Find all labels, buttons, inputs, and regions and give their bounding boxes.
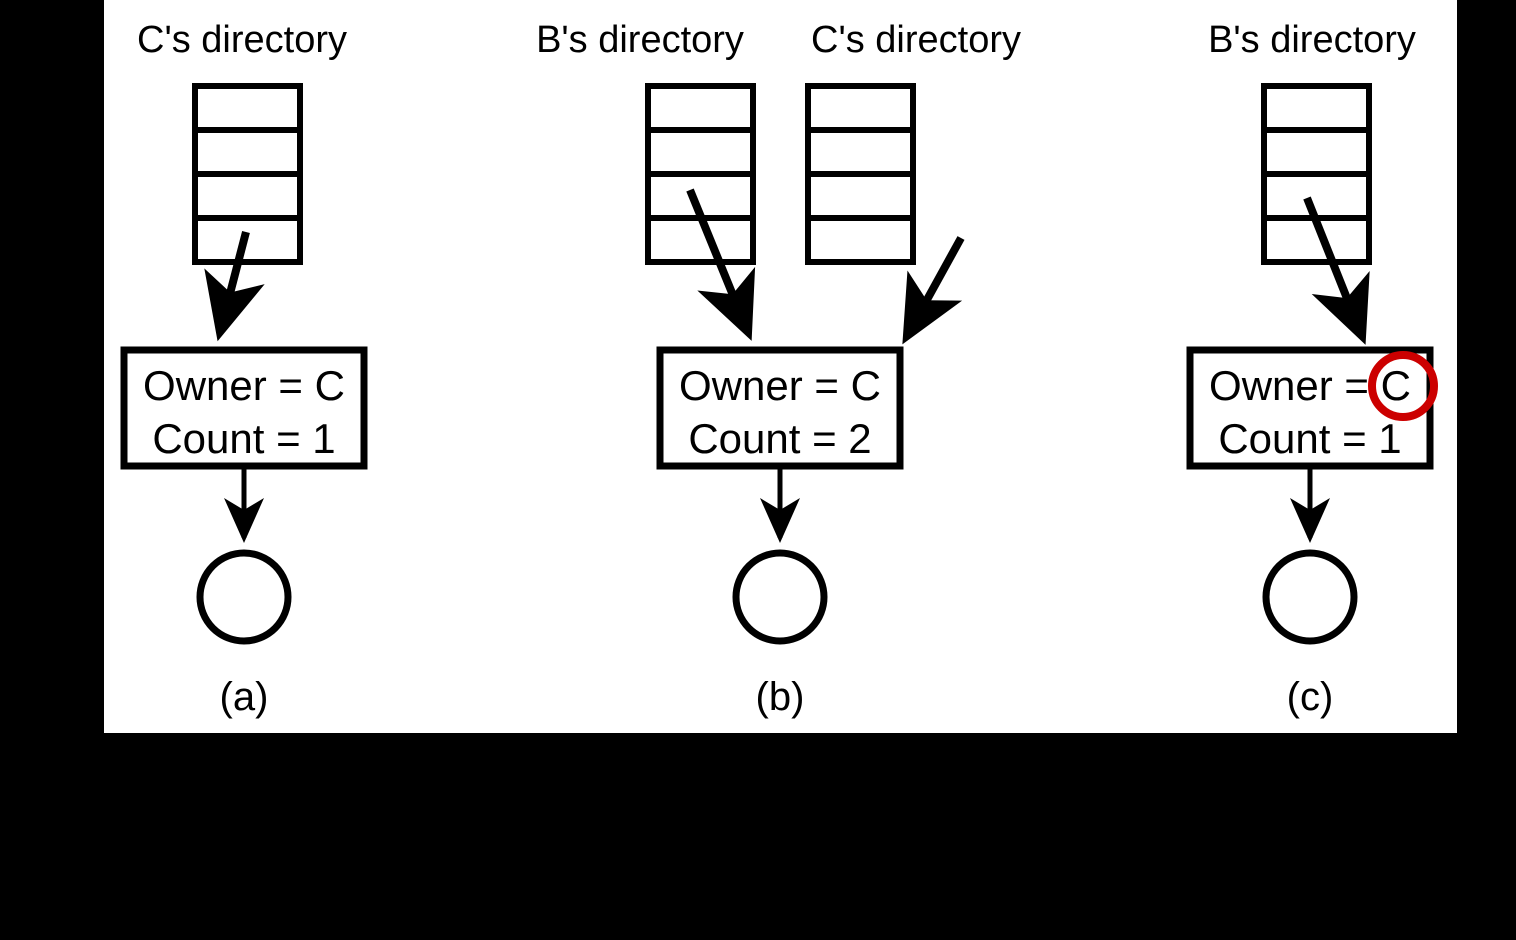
inode-box-a[interactable] [120, 346, 368, 470]
directory-slot-2[interactable] [645, 127, 756, 177]
pointer-arrow-c-dir-to-inode-b [902, 236, 965, 345]
directory-slot-2[interactable] [192, 127, 303, 177]
directory-title-c-b: C's directory [811, 19, 1021, 61]
pointer-arrow-c-dir-to-inode-a [204, 230, 265, 342]
inode-owner-text-a: Owner = C [143, 362, 345, 409]
file-node-circle-b[interactable] [732, 549, 828, 645]
directory-slot-1[interactable] [192, 83, 303, 133]
pointer-arrow-b-dir-to-inode-c [1303, 196, 1370, 345]
directory-slot-2[interactable] [1261, 127, 1372, 177]
panel-a: C's directory Owner = C Count = 1 (a) [120, 19, 368, 719]
pointer-arrow-b-dir-to-inode-b [686, 188, 756, 341]
panel-label-c: (c) [1287, 675, 1334, 719]
inode-count-text-b: Count = 2 [688, 415, 871, 462]
panel-b: B's directory C's directory [536, 19, 1021, 719]
figure-canvas: C's directory Owner = C Count = 1 (a) B'… [104, 0, 1457, 733]
directory-slot-3[interactable] [805, 171, 916, 221]
directory-table-b-b[interactable] [645, 83, 756, 265]
file-node-circle-c[interactable] [1262, 549, 1358, 645]
panel-c: B's directory Owner = C Count = 1 (c) [1186, 19, 1438, 719]
file-node-circle-a[interactable] [196, 549, 292, 645]
panel-label-b: (b) [756, 675, 805, 719]
inode-count-text-c: Count = 1 [1218, 415, 1401, 462]
directory-title-b-c: B's directory [1208, 19, 1416, 61]
directory-slot-4[interactable] [805, 215, 916, 265]
directory-slot-1[interactable] [805, 83, 916, 133]
directory-table-c-b[interactable] [805, 83, 916, 265]
directory-slot-1[interactable] [645, 83, 756, 133]
hard-link-reference-count-diagram: C's directory Owner = C Count = 1 (a) B'… [120, 19, 1438, 719]
directory-table-b-c[interactable] [1261, 83, 1372, 265]
inode-count-text-a: Count = 1 [152, 415, 335, 462]
directory-table-c-a[interactable] [192, 83, 303, 265]
directory-slot-3[interactable] [192, 171, 303, 221]
panel-label-a: (a) [220, 675, 269, 719]
directory-slot-2[interactable] [805, 127, 916, 177]
directory-title-b-b: B's directory [536, 19, 744, 61]
inode-owner-text-b: Owner = C [679, 362, 881, 409]
directory-title-c-a: C's directory [137, 19, 347, 61]
inode-box-b[interactable] [656, 346, 904, 470]
directory-slot-1[interactable] [1261, 83, 1372, 133]
directory-slot-3[interactable] [1261, 171, 1372, 221]
owner-value-highlight-ring [1368, 351, 1438, 421]
